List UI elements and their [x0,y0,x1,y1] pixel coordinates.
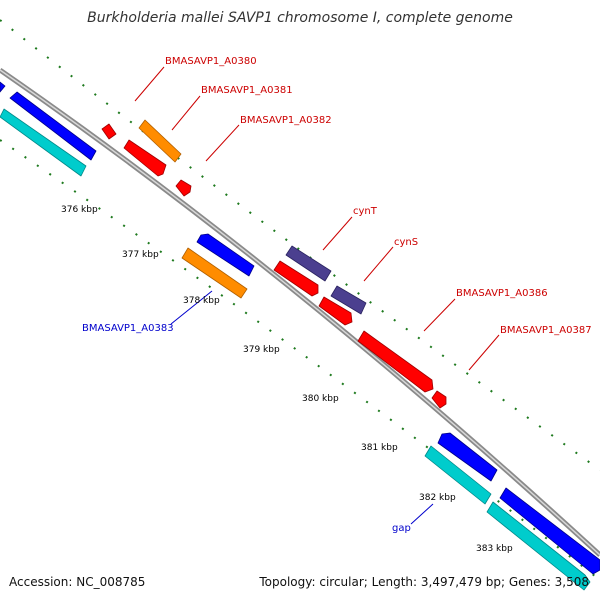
gene-a0387[interactable] [357,330,434,393]
gene-a0383[interactable] [181,247,248,299]
gene-label-a0383[interactable]: BMASAVP1_A0383 [82,323,174,334]
gene-rev-gap-blue[interactable] [437,432,498,482]
gene-a0382b[interactable] [175,179,192,197]
scale-label: 381 kbp [361,443,398,453]
leader-a0381 [171,95,201,131]
gene-cynT[interactable] [285,245,332,282]
outer-tick-track [0,19,600,471]
gene-cynS[interactable] [273,260,319,297]
scale-label: 378 kbp [183,296,220,306]
gene-a0382[interactable] [123,139,167,177]
gene-rev-1[interactable] [9,91,97,161]
leader-lines [134,66,500,525]
gene-rev-gap-shadow [424,445,492,505]
leader-gap [410,503,434,525]
reverse-gene-labels: BMASAVP1_A0383 gap [82,323,411,534]
gene-a0387b[interactable] [431,390,447,409]
gene-rev-left-blue[interactable] [0,81,6,93]
backbone-outer [0,67,600,557]
leader-cynS [363,246,394,282]
scale-label: 380 kbp [302,394,339,404]
gene-label-gap[interactable]: gap [392,523,411,534]
gene-a0386[interactable] [318,296,353,326]
gene-label-a0382[interactable]: BMASAVP1_A0382 [240,115,332,126]
gene-rev-end-blue[interactable] [499,487,600,575]
scale-label: 379 kbp [243,345,280,355]
gene-label-a0381[interactable]: BMASAVP1_A0381 [201,85,293,96]
leader-a0383 [170,290,213,325]
scale-label: 382 kbp [419,493,456,503]
forward-features [101,119,447,409]
gene-label-a0386[interactable]: BMASAVP1_A0386 [456,288,548,299]
outer-tick-line [0,19,600,471]
gene-rev-end-shadow [486,501,591,591]
leader-a0387 [468,334,500,371]
gene-a0383-blue[interactable] [196,233,255,277]
accession-text: Accession: NC_008785 [9,575,145,589]
gene-label-a0380[interactable]: BMASAVP1_A0380 [165,56,257,67]
leader-cynT [322,216,353,251]
leader-a0380 [134,66,165,102]
gene-a0381[interactable] [138,119,182,163]
gene-label-cynT[interactable]: cynT [353,206,378,217]
scale-label: 377 kbp [122,250,159,260]
gene-label-cynS[interactable]: cynS [394,237,418,248]
gene-cynT-b[interactable] [330,285,367,315]
scale-label: 383 kbp [476,544,513,554]
gene-label-a0387[interactable]: BMASAVP1_A0387 [500,325,592,336]
backbone-inner [0,69,600,556]
genome-summary-text: Topology: circular; Length: 3,497,479 bp… [258,575,589,589]
gene-rev-1-shadow [0,108,87,177]
scale-label: 376 kbp [61,205,98,215]
leader-a0382 [205,124,240,162]
forward-gene-labels: BMASAVP1_A0380 BMASAVP1_A0381 BMASAVP1_A… [165,56,592,336]
map-title: Burkholderia mallei SAVP1 chromosome I, … [87,10,513,26]
reverse-features [0,81,600,591]
scale-labels: 376 kbp 377 kbp 378 kbp 379 kbp 380 kbp … [61,205,513,554]
leader-a0386 [423,298,456,332]
gene-a0380[interactable] [101,123,117,140]
